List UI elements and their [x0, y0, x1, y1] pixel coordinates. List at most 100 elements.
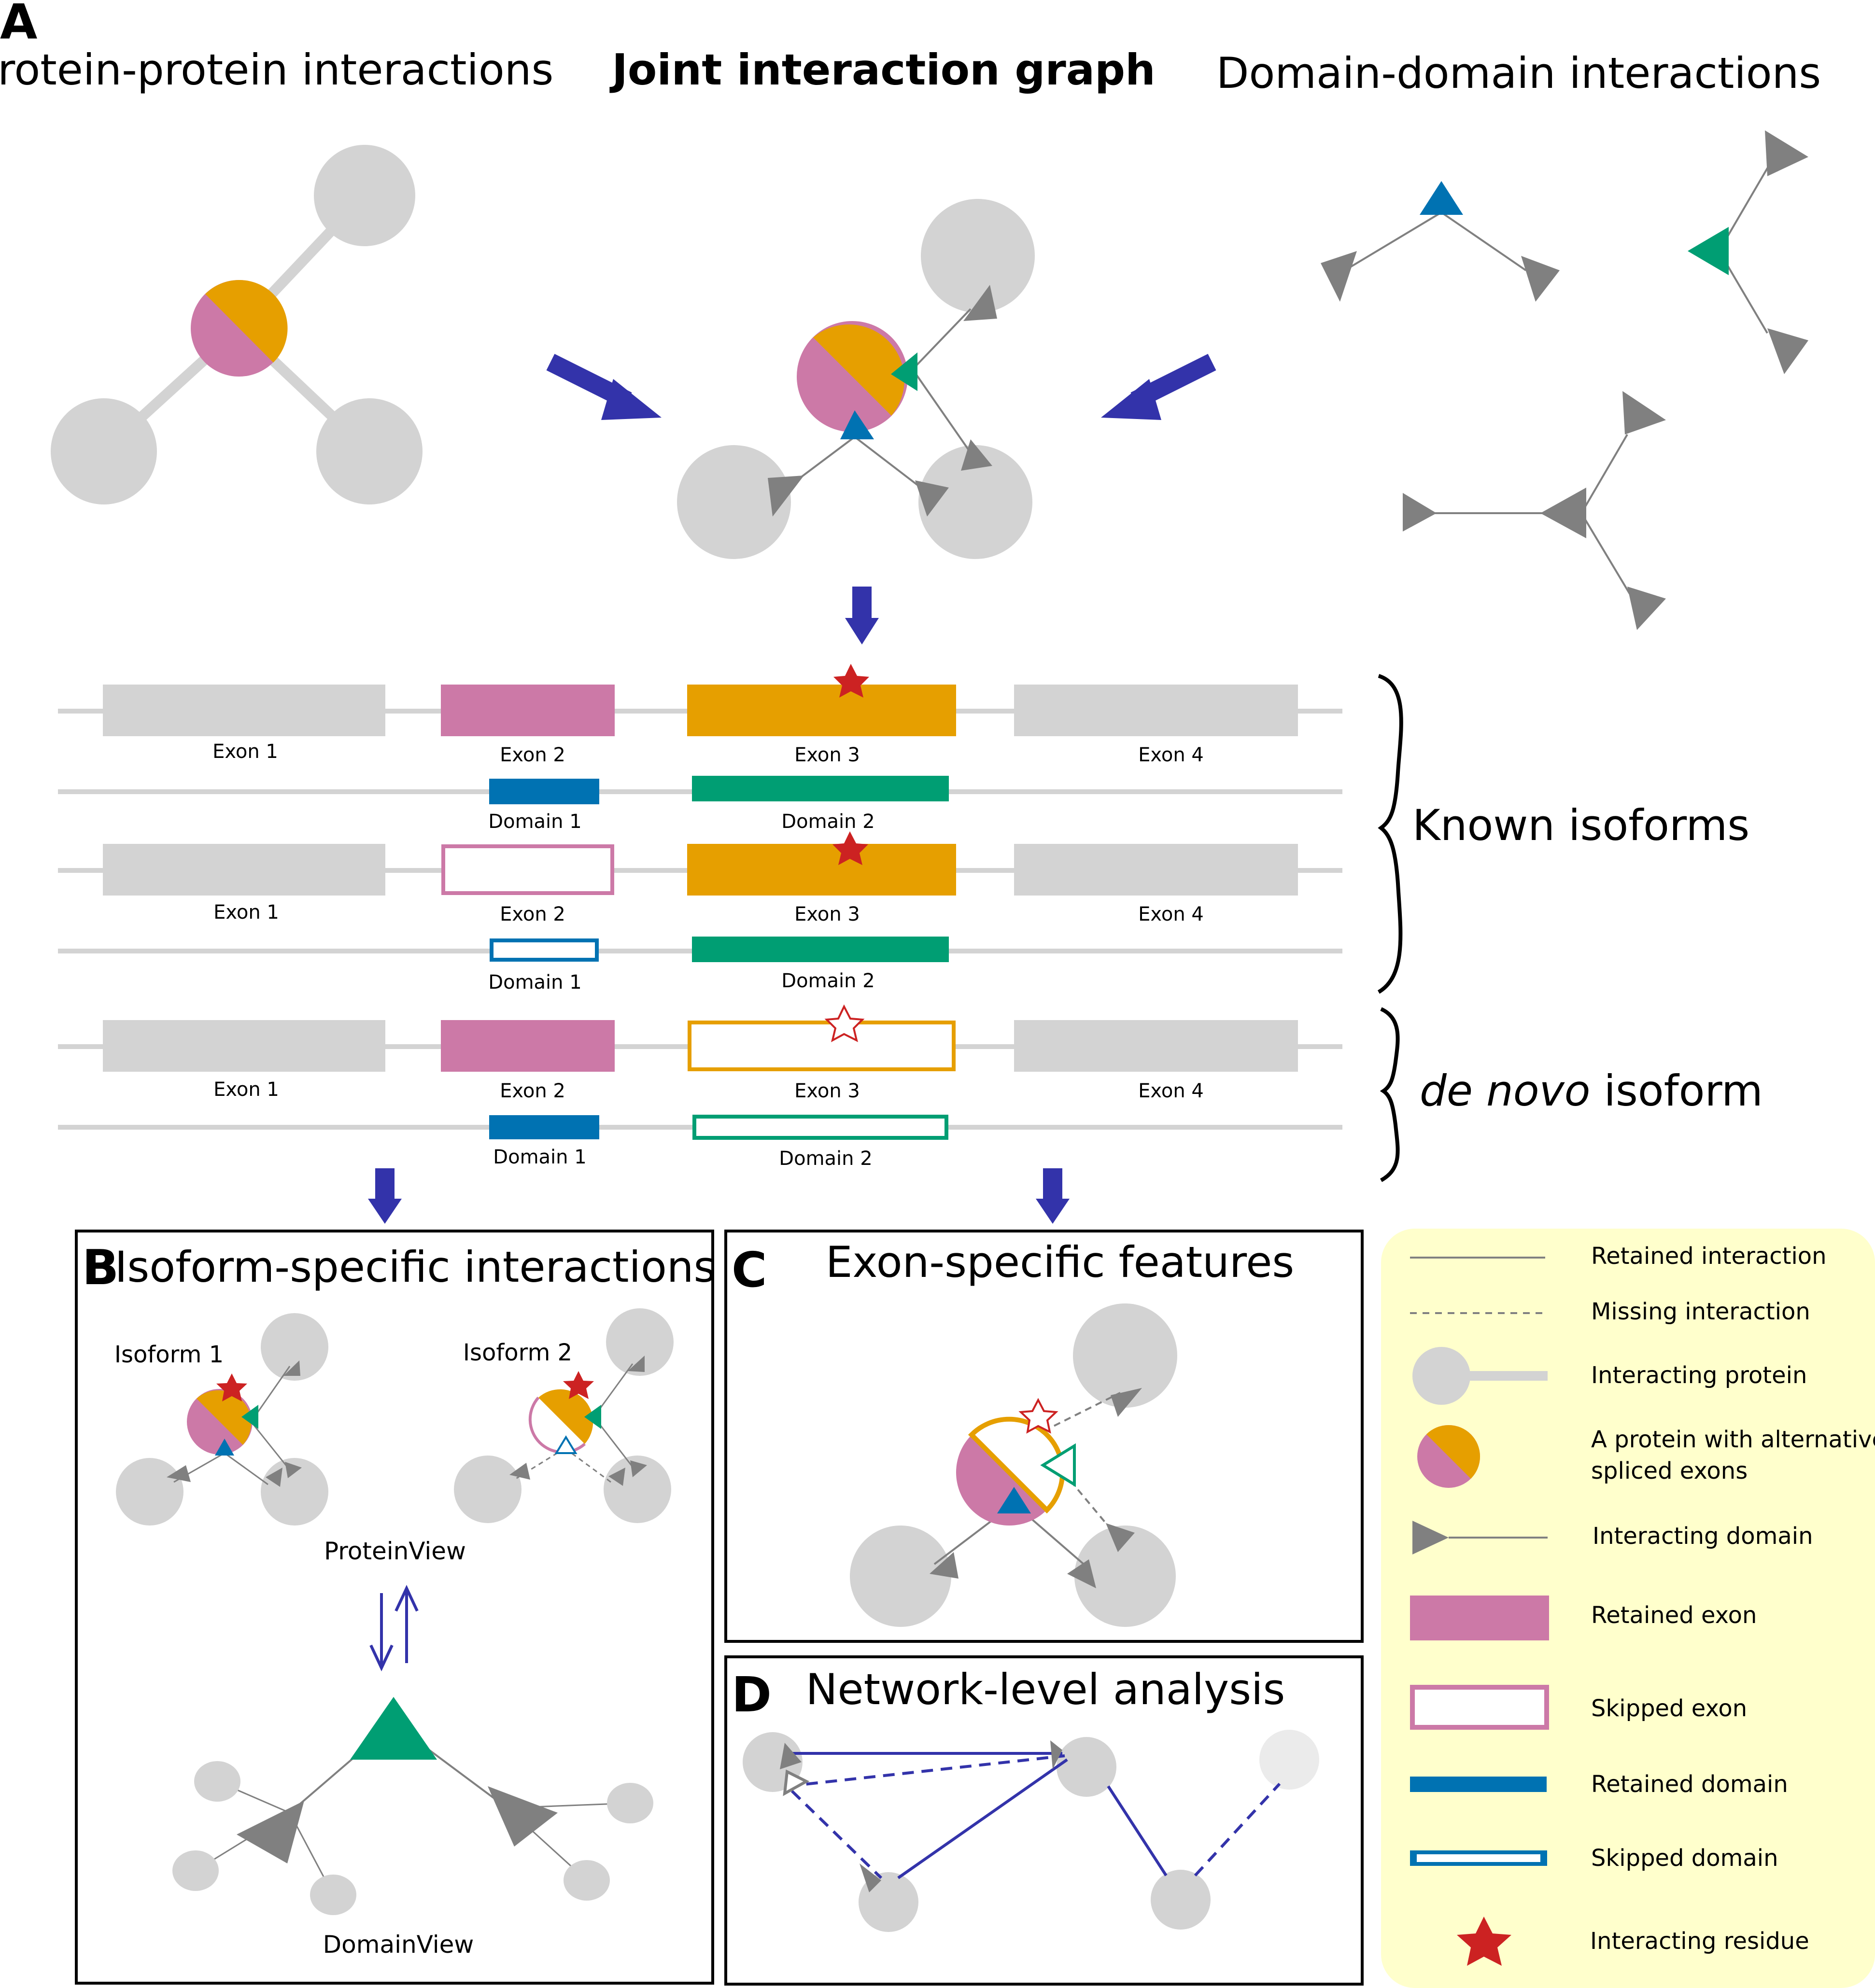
exon-2 [441, 685, 615, 736]
domain-1 [489, 1115, 599, 1139]
exon-label: Exon 3 [794, 903, 860, 925]
domain-triangle-icon-outline [1040, 1443, 1076, 1487]
exon-label: Exon 2 [500, 1080, 565, 1102]
alt-spliced-protein-node [797, 321, 908, 432]
domain-triangle-icon [630, 1460, 647, 1477]
interacting-protein-node [677, 445, 791, 559]
domain-triangle-icon [768, 476, 804, 517]
domain-triangle-icon [915, 480, 949, 517]
domain-triangle-icon [860, 1863, 881, 1892]
ppi-graph [51, 145, 423, 504]
domain-2-skipped [692, 1115, 948, 1140]
joint-graph-title: Joint interaction graph [609, 45, 1156, 95]
domain-triangle-icon [1521, 256, 1560, 302]
legend-interacting-domain-icon [1412, 1521, 1449, 1554]
domain-1-skipped [490, 938, 599, 962]
exon-4 [1014, 844, 1298, 896]
panel-d-title: Network-level analysis [806, 1665, 1285, 1714]
domain-view-label: DomainView [323, 1931, 474, 1959]
panel-c-title: Exon-specific features [826, 1237, 1294, 1287]
legend-label: A protein with alternative [1591, 1426, 1875, 1453]
flow-arrow-head [1036, 1199, 1070, 1224]
exon-label: Exon 1 [213, 901, 279, 924]
domain-triangle-icon [283, 1360, 300, 1376]
alt-spliced-protein-node [191, 280, 288, 377]
domain-triangle-icon [215, 1439, 234, 1456]
legend-skipped-exon-icon [1410, 1685, 1549, 1730]
domain-label: Domain 2 [779, 1148, 872, 1170]
panel-letter-c: C [732, 1242, 767, 1298]
domain-label: Domain 1 [488, 811, 581, 833]
domain-triangle-icon [780, 1743, 802, 1769]
isoform-rows: Exon 1 Exon 2 Exon 3 Exon 4 Domain 1 Dom… [58, 664, 1342, 1170]
exon-3-skipped [688, 1021, 956, 1071]
interacting-residue-star-icon [216, 1373, 247, 1401]
interacting-protein-node [51, 398, 157, 504]
legend-interacting-protein-icon [1412, 1347, 1470, 1405]
domain-label: Domain 1 [488, 971, 581, 994]
interacting-residue-star-outline-icon [1018, 1398, 1058, 1434]
domain-2 [692, 776, 949, 801]
domain-triangle-icon [997, 1487, 1031, 1513]
known-isoforms-label: Known isoforms [1412, 800, 1749, 850]
domain-triangle-icon [1420, 181, 1463, 215]
exon-label: Exon 1 [213, 1078, 279, 1101]
interacting-protein-node [316, 398, 423, 504]
flow-arrow-head [368, 1199, 402, 1224]
domain-triangle-icon [628, 1356, 645, 1372]
ddi-title: Domain-domain interactions [1216, 48, 1821, 98]
exon-label: Exon 4 [1138, 1080, 1204, 1102]
isoform-2-label: Isoform 2 [463, 1339, 572, 1366]
exon-label: Exon 2 [500, 903, 565, 925]
domain-triangle-icon [584, 1405, 601, 1429]
panel-b-title: Isoform-specific interactions [115, 1242, 716, 1292]
legend-label: Retained exon [1591, 1602, 1757, 1629]
exon-label: Exon 3 [794, 744, 860, 766]
legend-skipped-domain-icon [1410, 1850, 1547, 1866]
protein-view-label: ProteinView [324, 1537, 466, 1565]
legend-label: Missing interaction [1591, 1298, 1810, 1325]
denovo-isoform-brace [1380, 1007, 1400, 1182]
isoform-1-label: Isoform 1 [114, 1341, 224, 1368]
legend-label: Interacting domain [1593, 1523, 1813, 1550]
domain-triangle-icon-outline [783, 1769, 810, 1796]
network-level-graph [743, 1730, 1319, 1932]
flow-arrow-head [1101, 379, 1161, 420]
domain-label: Domain 1 [493, 1146, 586, 1168]
interacting-protein-node [918, 445, 1032, 559]
exon-features-network [850, 1303, 1177, 1627]
exon-3 [687, 685, 956, 736]
exon-1 [103, 844, 385, 896]
domain-triangle-icon [241, 1405, 258, 1429]
exon-3 [687, 844, 956, 896]
domain-view-network [172, 1697, 653, 1915]
exon-4 [1014, 1020, 1298, 1072]
panel-d-frame [724, 1655, 1364, 1986]
legend-label: spliced exons [1591, 1457, 1748, 1484]
domain-triangle-icon [1321, 251, 1357, 302]
domain-triangle-icon [963, 285, 997, 321]
legend-retained-domain-icon [1410, 1777, 1547, 1792]
interacting-residue-star-icon [832, 831, 868, 865]
interacting-residue-star-outline-icon [824, 1004, 865, 1042]
domain-triangle-icon [1688, 227, 1729, 275]
isoform-1-network [116, 1313, 328, 1526]
domain-triangle-icon [891, 352, 917, 391]
domain-triangle-icon [1622, 391, 1666, 434]
domain-triangle-icon [1403, 493, 1437, 532]
known-isoforms-brace [1377, 674, 1403, 994]
exon-2-skipped [441, 844, 614, 895]
exon-2 [441, 1020, 615, 1072]
domain-1 [489, 779, 599, 804]
exon-1 [103, 685, 385, 736]
legend-label: Skipped domain [1591, 1845, 1778, 1872]
legend-label: Interacting residue [1590, 1928, 1809, 1955]
legend-label: Retained domain [1591, 1771, 1788, 1798]
joint-graph [677, 199, 1035, 559]
domain-triangle-icon [285, 1462, 302, 1478]
domain-label: Domain 2 [781, 811, 874, 833]
domain-triangle-icon [1767, 328, 1808, 374]
legend-label: Interacting protein [1591, 1362, 1807, 1389]
domain-triangle-icon [1540, 488, 1586, 538]
